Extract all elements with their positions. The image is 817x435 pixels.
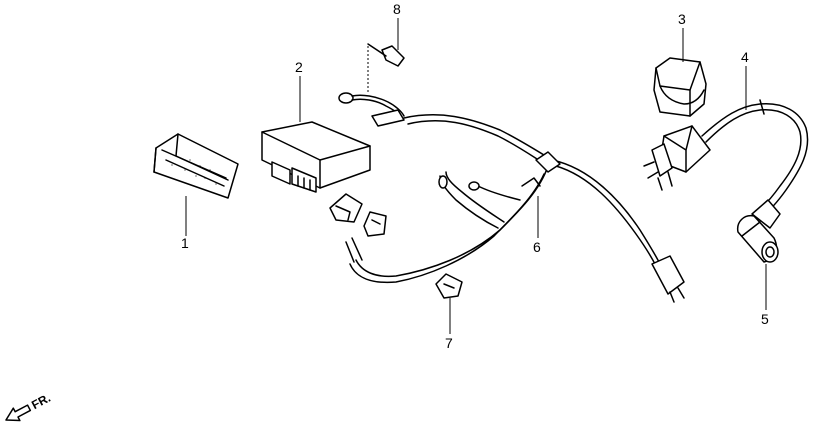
- part-3-coil-mount: [653, 57, 707, 117]
- part-6-wire-harness: [329, 114, 685, 303]
- part-1-connector-housing: [153, 133, 239, 199]
- part-8-bolt: [367, 43, 405, 92]
- leader-lines: [185, 18, 767, 334]
- callout-8: 8: [393, 1, 401, 17]
- callout-1: 1: [181, 235, 189, 251]
- callout-6: 6: [533, 239, 541, 255]
- part-4-ignition-coil: [643, 99, 809, 217]
- part-2-cdi-unit: [261, 121, 371, 193]
- part-5-spark-plug-cap: [736, 199, 781, 263]
- callout-7: 7: [445, 335, 453, 351]
- front-arrow-icon: [5, 404, 32, 422]
- callout-2: 2: [295, 59, 303, 75]
- front-direction-indicator: FR.: [5, 391, 53, 422]
- part-7-clamp: [435, 273, 463, 299]
- callout-4: 4: [741, 49, 749, 65]
- callout-3: 3: [678, 11, 686, 27]
- ground-lead: [338, 92, 405, 127]
- callout-5: 5: [761, 311, 769, 327]
- front-direction-label: FR.: [29, 391, 53, 412]
